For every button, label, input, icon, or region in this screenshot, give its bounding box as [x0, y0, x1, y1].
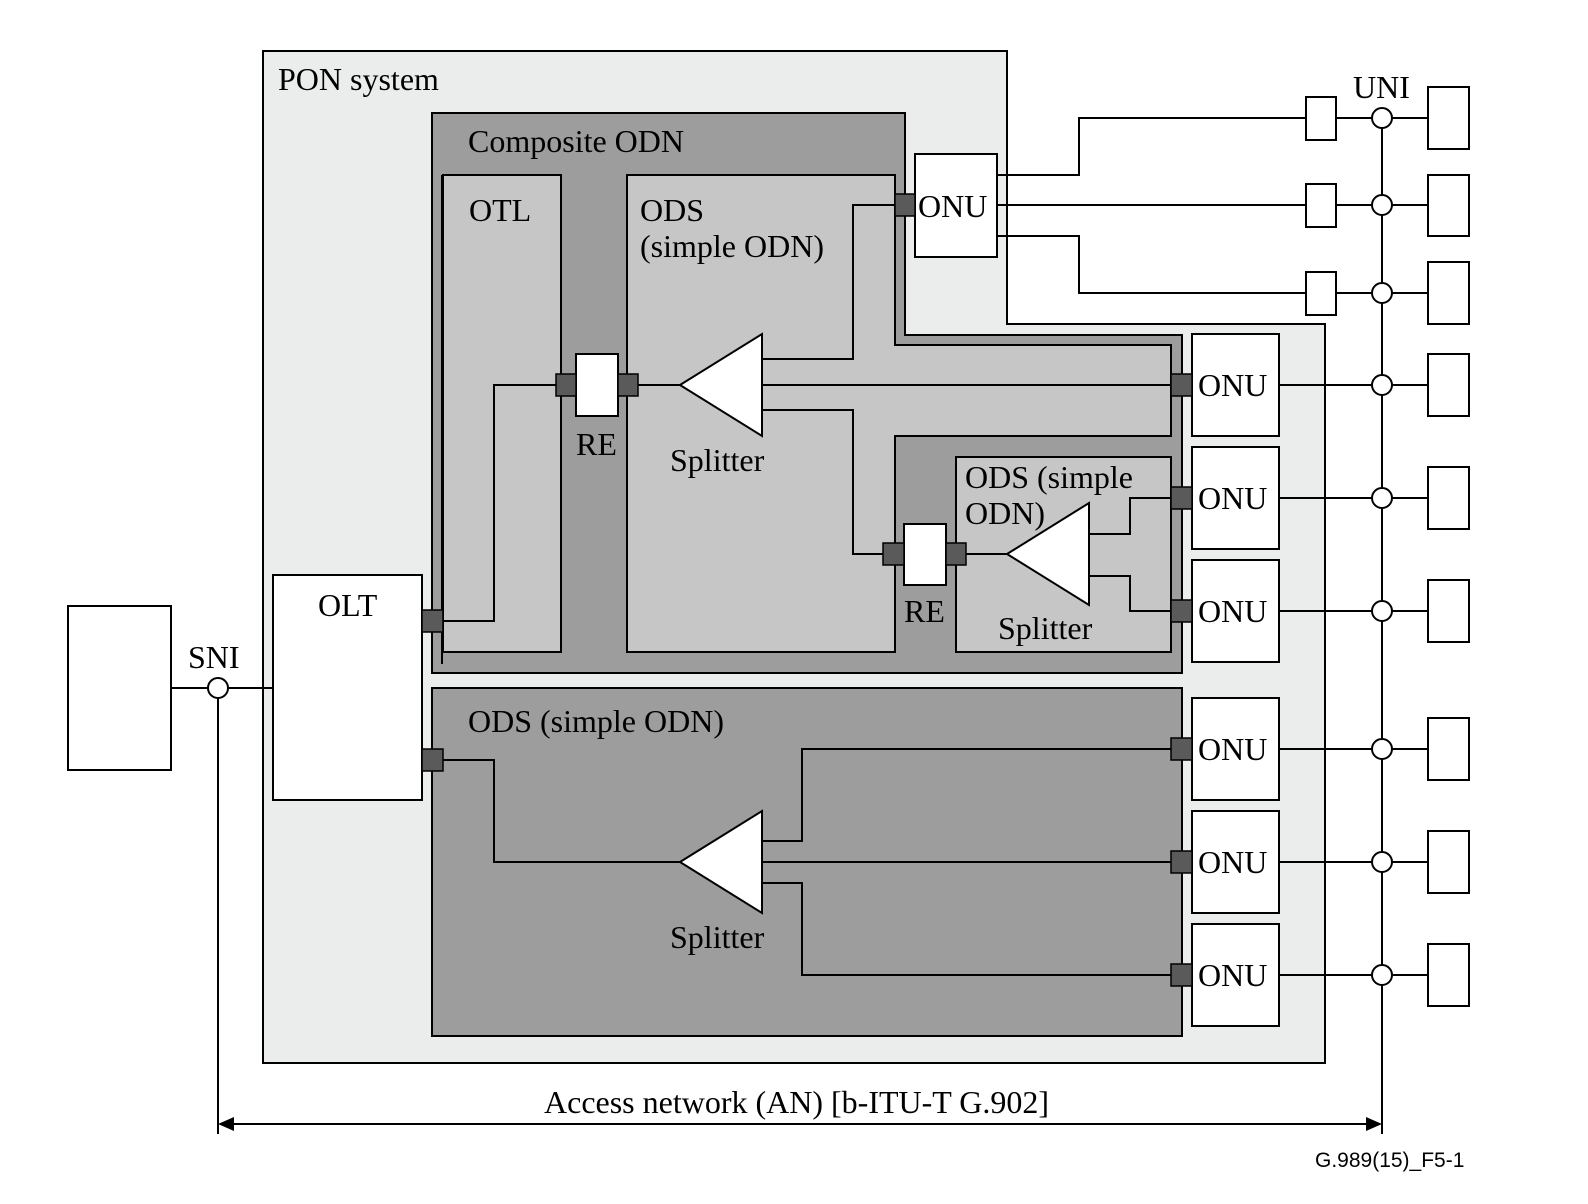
onu-label: ONU: [1198, 957, 1267, 993]
port: [1170, 373, 1193, 397]
arrow-left-icon: [218, 1117, 234, 1131]
terminal-box: [1427, 261, 1470, 325]
access-network-label: Access network (AN) [b-ITU-T G.902]: [544, 1084, 1049, 1120]
port: [1170, 963, 1193, 987]
ods-inner-label-1: ODS (simple: [965, 459, 1133, 495]
terminal-box: [1427, 174, 1470, 237]
terminal-box: [1427, 353, 1470, 417]
port: [617, 373, 639, 397]
uni-label: UNI: [1353, 69, 1410, 105]
onu-label: ONU: [1198, 367, 1267, 403]
uni-point: [1371, 374, 1393, 396]
port: [894, 193, 916, 217]
uni-point: [1371, 600, 1393, 622]
onu-box: [1191, 333, 1280, 437]
terminal-box: [1427, 943, 1470, 1007]
onu-box: [1191, 923, 1280, 1027]
onu-label: ONU: [918, 188, 987, 224]
uni-point: [1371, 964, 1393, 986]
terminal-box: [1427, 86, 1470, 150]
port: [1170, 486, 1193, 510]
onu-box: [1191, 697, 1280, 801]
uni-point: [1371, 851, 1393, 873]
port: [421, 609, 444, 633]
sni-point: [207, 677, 229, 699]
ods-upper-region: [626, 174, 1172, 653]
terminal-box: [1427, 466, 1470, 530]
splitter-triangle: [678, 332, 763, 438]
port: [555, 373, 577, 397]
figure-reference: G.989(15)_F5-1: [1315, 1149, 1464, 1172]
onu-top-box: [914, 153, 998, 258]
port: [421, 748, 444, 772]
terminal-box: [1427, 579, 1470, 643]
port: [945, 542, 967, 566]
onu-label: ONU: [1198, 844, 1267, 880]
uni-point: [1371, 282, 1393, 304]
uni-adapter-box: [1305, 183, 1337, 228]
terminal-box: [1427, 717, 1470, 781]
uni-point: [1371, 194, 1393, 216]
port: [1170, 737, 1193, 761]
composite-odn-label: Composite ODN: [468, 123, 684, 159]
network-element-box: [67, 605, 172, 771]
re-box: [575, 353, 619, 417]
splitter-triangle: [1005, 501, 1090, 607]
olt-label: OLT: [318, 587, 378, 623]
onu-label: ONU: [1198, 731, 1267, 767]
uni-adapter-box: [1305, 271, 1337, 316]
port: [1170, 850, 1193, 874]
re-box: [903, 523, 947, 586]
terminal-box: [1427, 830, 1470, 894]
uni-adapter-box: [1305, 96, 1337, 141]
ports: [421, 193, 1193, 987]
otl-label: OTL: [469, 192, 531, 228]
ods-upper-label-1: ODS: [640, 192, 704, 228]
ods-inner-label-2: ODN): [965, 495, 1045, 531]
uni-point: [1371, 487, 1393, 509]
uni-terminals: [1427, 86, 1470, 1007]
ods-upper-label-2: (simple ODN): [640, 228, 824, 264]
re-label: RE: [576, 426, 617, 462]
onu-label: ONU: [1198, 593, 1267, 629]
splitter-label: Splitter: [670, 919, 765, 955]
ods-lower-label: ODS (simple ODN): [468, 703, 724, 739]
reference-points: [207, 107, 1393, 986]
splitter-label: Splitter: [998, 610, 1093, 646]
olt-box: [272, 574, 423, 801]
splitter-label: Splitter: [670, 442, 765, 478]
uni-point: [1371, 738, 1393, 760]
splitter-triangle: [678, 809, 763, 915]
otl-region: [442, 174, 562, 653]
port: [882, 542, 905, 566]
pon-system-label: PON system: [278, 61, 439, 97]
sni-label: SNI: [188, 639, 240, 675]
uni-point: [1371, 107, 1393, 129]
re-label: RE: [904, 593, 945, 629]
onu-label: ONU: [1198, 480, 1267, 516]
port: [1170, 599, 1193, 623]
arrow-right-icon: [1366, 1117, 1382, 1131]
